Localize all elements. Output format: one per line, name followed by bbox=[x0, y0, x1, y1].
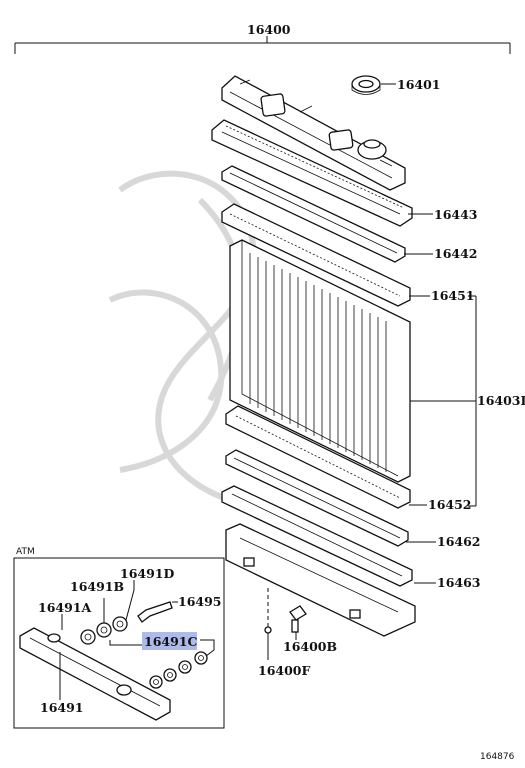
label-16400f[interactable]: 16400F bbox=[258, 663, 310, 678]
lower-header-plate[interactable] bbox=[225, 405, 411, 509]
label-16443[interactable]: 16443 bbox=[434, 207, 478, 222]
label-16491[interactable]: 16491 bbox=[40, 700, 84, 715]
core-fins bbox=[249, 253, 387, 472]
union-fittings[interactable] bbox=[80, 601, 173, 645]
lower-seal-gasket[interactable] bbox=[225, 449, 409, 547]
radiator-core[interactable] bbox=[229, 239, 411, 483]
label-16462[interactable]: 16462 bbox=[437, 534, 481, 549]
drain-plug[interactable] bbox=[264, 626, 272, 634]
label-16491c[interactable]: 16491C bbox=[144, 634, 197, 649]
inset-title: ATM bbox=[16, 547, 35, 557]
label-16463[interactable]: 16463 bbox=[437, 575, 481, 590]
label-16400b[interactable]: 16400B bbox=[283, 639, 337, 654]
figure-number: 164876 bbox=[480, 752, 515, 762]
radiator-cap[interactable] bbox=[351, 75, 381, 95]
label-16495[interactable]: 16495 bbox=[178, 594, 222, 609]
label-16442[interactable]: 16442 bbox=[434, 246, 478, 261]
upper-tank[interactable] bbox=[221, 75, 406, 191]
drain-cock[interactable] bbox=[289, 605, 307, 633]
label-16451[interactable]: 16451 bbox=[431, 288, 475, 303]
lower-core-plate[interactable] bbox=[221, 485, 413, 587]
core-bracket bbox=[410, 295, 477, 507]
upper-seal-gasket[interactable] bbox=[221, 165, 406, 263]
lower-tank[interactable] bbox=[225, 523, 416, 637]
upper-core-plate[interactable] bbox=[211, 119, 413, 227]
label-16400[interactable]: 16400 bbox=[247, 22, 291, 37]
highlight-16491c bbox=[142, 632, 197, 650]
atm-inset-box bbox=[13, 557, 225, 729]
assembly-bracket bbox=[14, 36, 511, 54]
label-16491a[interactable]: 16491A bbox=[38, 600, 91, 615]
gasket-washers[interactable] bbox=[149, 651, 208, 689]
label-16401[interactable]: 16401 bbox=[397, 77, 441, 92]
oil-cooler-tank[interactable] bbox=[19, 627, 171, 721]
label-16403[interactable]: 16403I bbox=[477, 393, 525, 408]
label-16452[interactable]: 16452 bbox=[428, 497, 472, 512]
label-16491d[interactable]: 16491D bbox=[120, 566, 174, 581]
label-16491b[interactable]: 16491B bbox=[70, 579, 124, 594]
upper-header-plate[interactable] bbox=[221, 203, 411, 307]
